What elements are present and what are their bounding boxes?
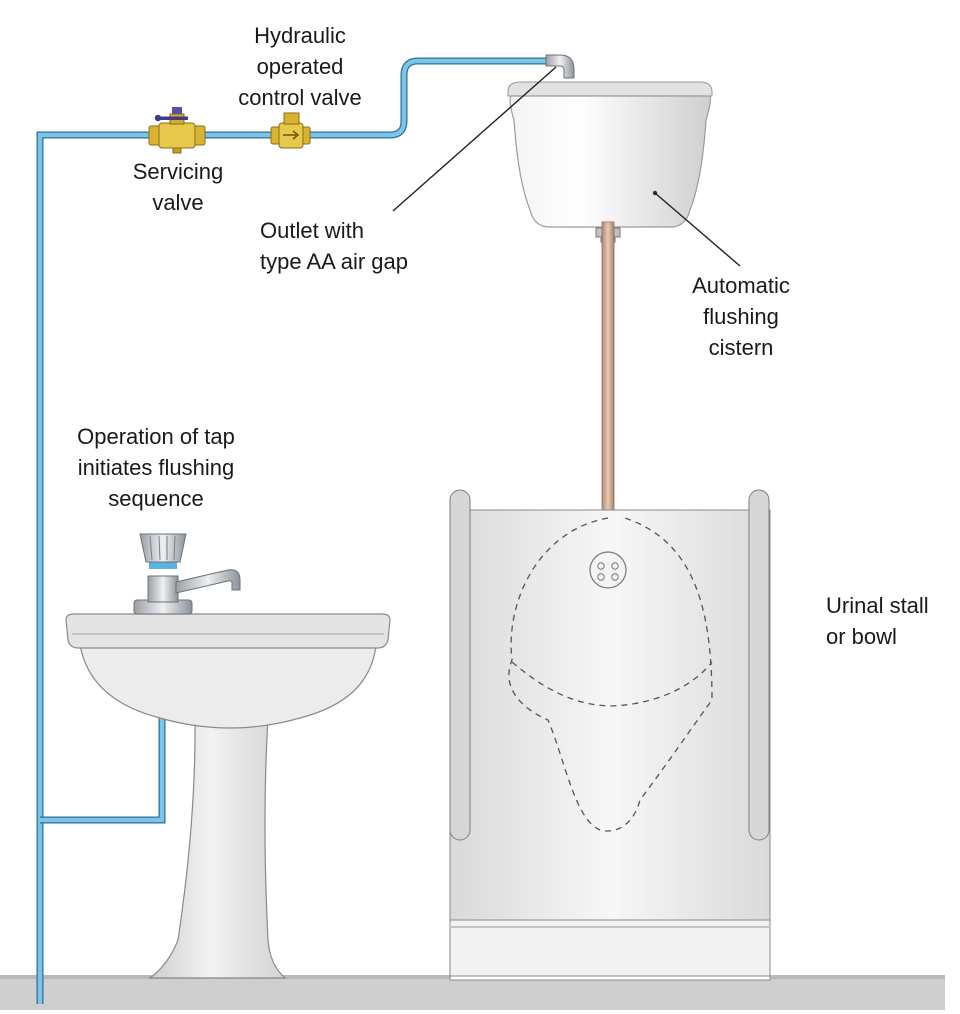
outlet-leader-line (392, 66, 557, 212)
outlet-label: Outlet with type AA air gap (260, 218, 408, 274)
outlet-elbow (545, 54, 575, 79)
cistern-leader-line (654, 192, 741, 267)
pillar-tap (133, 533, 241, 615)
urinal-stall (449, 489, 771, 981)
tap-label: Operation of tap initiates flushing sequ… (77, 424, 235, 511)
hydraulic-control-valve (270, 112, 311, 149)
cistern-label: Automatic flushing cistern (692, 273, 790, 360)
wash-basin (65, 613, 391, 979)
servicing-valve (148, 107, 206, 154)
servicing-valve-label: Servicing valve (132, 159, 224, 215)
control-valve-label: Hydraulic operated control valve (238, 23, 362, 110)
automatic-flushing-cistern (507, 81, 713, 243)
floor (0, 978, 945, 1010)
urinal-label: Urinal stall or bowl (826, 593, 929, 649)
